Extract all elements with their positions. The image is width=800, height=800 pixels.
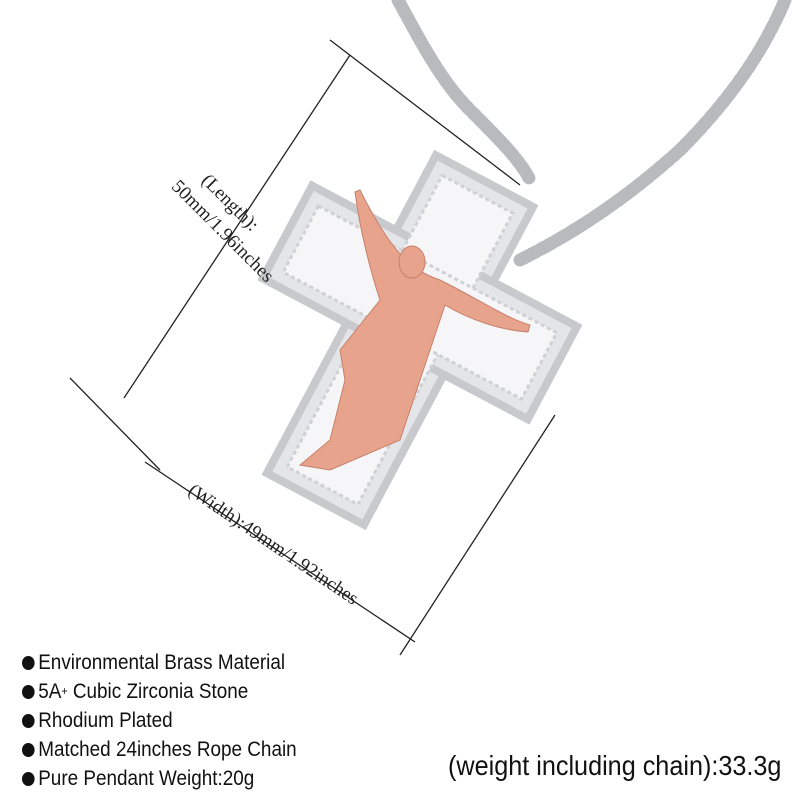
dimension-lines xyxy=(69,39,556,656)
bullet-icon xyxy=(22,742,35,757)
bullet-icon xyxy=(22,771,35,786)
feature-list: Environmental Brass Material 5A+ Cubic Z… xyxy=(22,648,297,793)
feature-item: 5A+ Cubic Zirconia Stone xyxy=(22,677,297,706)
bullet-icon xyxy=(22,713,35,728)
bullet-icon xyxy=(22,684,35,699)
feature-item: Environmental Brass Material xyxy=(22,648,297,677)
crucifix-figure xyxy=(298,189,531,471)
feature-item: Rhodium Plated xyxy=(22,706,297,735)
weight-note: (weight including chain):33.3g xyxy=(448,750,782,781)
feature-item: Matched 24inches Rope Chain xyxy=(22,735,297,764)
rope-chain xyxy=(391,0,792,267)
feature-item: Pure Pendant Weight:20g xyxy=(22,764,297,793)
bullet-icon xyxy=(22,655,35,670)
